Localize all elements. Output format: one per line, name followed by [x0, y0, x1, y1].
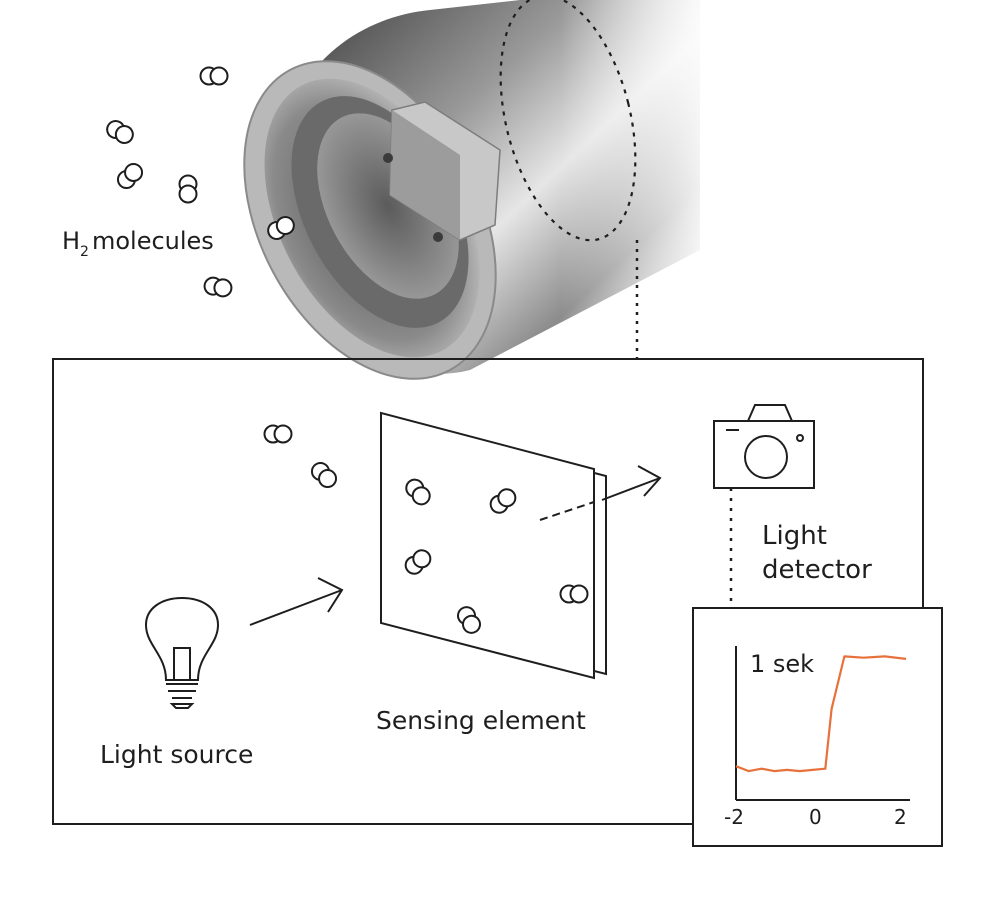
x-tick-label: -2 — [724, 805, 744, 829]
molecule-icon — [310, 461, 338, 489]
sensing-element-label: Sensing element — [376, 706, 586, 735]
light-in-arrow — [249, 577, 344, 626]
molecule-icon — [116, 162, 144, 190]
detector-label-line2: detector — [762, 555, 872, 585]
detector-label-line1: Light — [762, 521, 827, 551]
camera-icon — [713, 404, 815, 489]
signal-chart-frame — [692, 607, 943, 847]
sensing-element — [380, 411, 607, 680]
detail-frame — [52, 358, 924, 825]
molecule-icon — [106, 120, 134, 144]
sensor-housing — [243, 0, 720, 380]
molecule-icon — [199, 66, 229, 86]
molecule-icon — [559, 584, 589, 604]
molecule-icon — [405, 478, 431, 506]
light-out-arrow — [539, 465, 662, 521]
molecule-icon — [267, 216, 295, 240]
sensing-plate — [380, 411, 595, 680]
molecule-icon — [178, 174, 198, 204]
timescale-label: 1 sek — [750, 650, 815, 678]
x-tick-label: 0 — [809, 805, 822, 829]
light-detector-label: Light detector — [762, 519, 872, 587]
subscript-2: 2 — [80, 244, 89, 260]
molecule-icon — [404, 549, 432, 575]
molecule-icon — [203, 276, 233, 298]
x-tick-label: 2 — [894, 805, 907, 829]
cross-section-outline — [499, 0, 637, 242]
molecule-icon — [263, 424, 293, 444]
light-bulb-icon — [144, 596, 220, 709]
signal-series-line — [735, 655, 907, 773]
light-source-label: Light source — [100, 740, 254, 769]
molecule-icon — [457, 606, 481, 634]
signal-chart — [735, 646, 910, 801]
molecule-icon — [489, 488, 517, 514]
